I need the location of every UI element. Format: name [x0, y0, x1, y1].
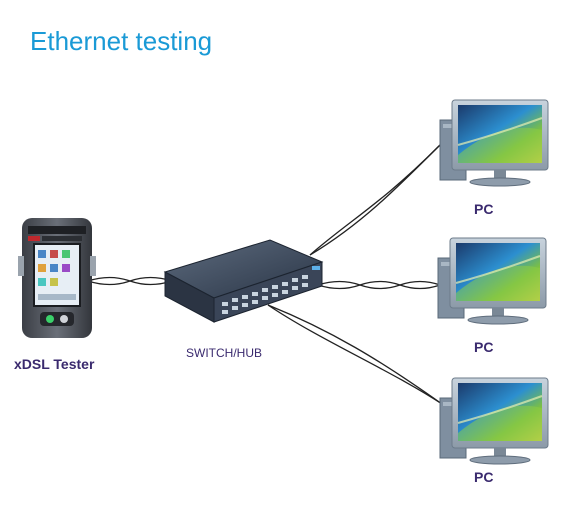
switch-label: SWITCH/HUB	[186, 346, 262, 360]
switch-hub-device	[163, 239, 324, 323]
page-title: Ethernet testing	[30, 26, 213, 56]
cable-tester-switch	[87, 276, 173, 286]
pc-top-label: PC	[474, 201, 494, 217]
pc-top-computer-icon	[439, 99, 549, 187]
cable-switch-pc-top	[309, 144, 441, 256]
cable-switch-pc-middle	[317, 280, 441, 290]
pc-middle-label: PC	[474, 339, 494, 355]
xdsl-tester-device	[18, 218, 96, 338]
cable-switch-pc-bottom	[267, 304, 443, 405]
pc-bottom-computer-icon	[439, 377, 549, 465]
tester-label: xDSL Tester	[14, 356, 95, 372]
pc-middle-computer-icon	[437, 237, 547, 325]
pc-bottom-label: PC	[474, 469, 494, 485]
